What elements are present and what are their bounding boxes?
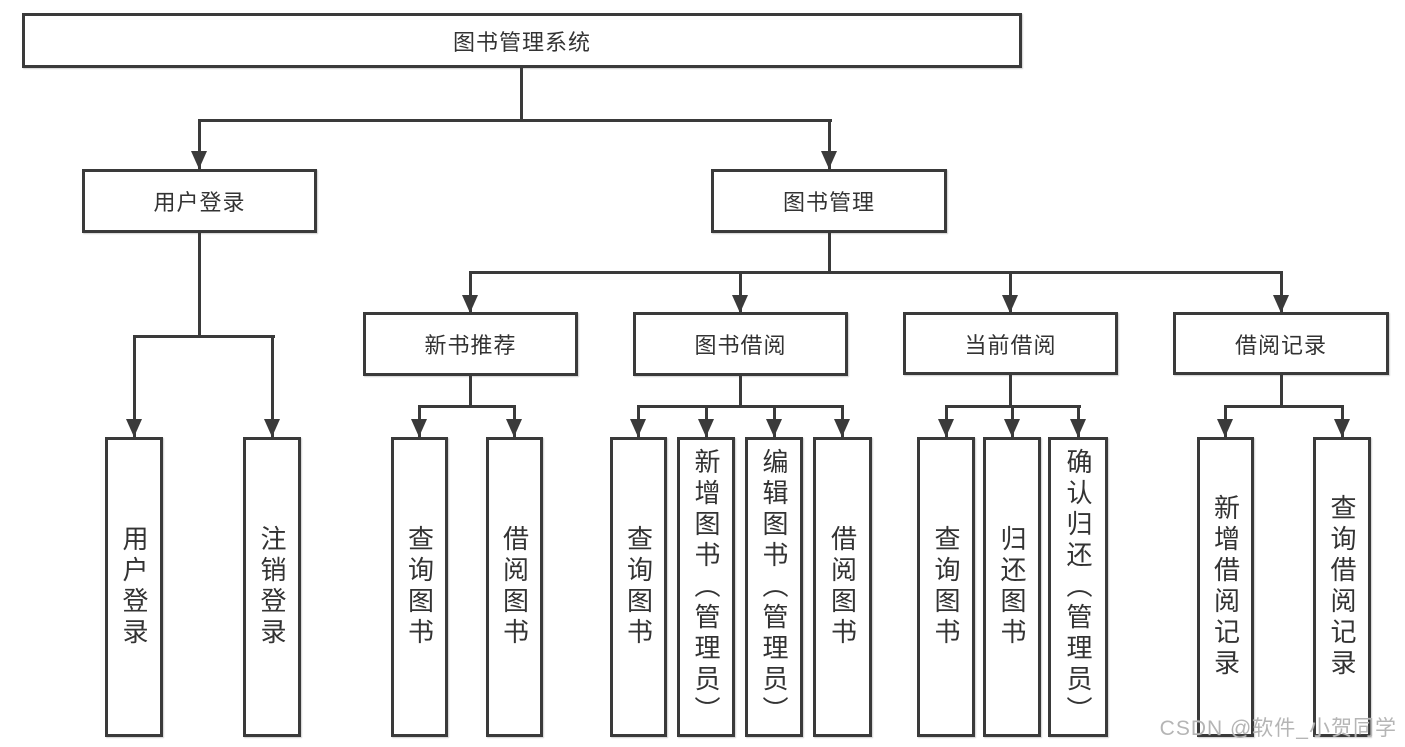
arrow-down-icon <box>1002 295 1018 313</box>
connector-line <box>636 405 844 408</box>
node-book-borrow: 图书借阅 <box>633 312 848 376</box>
leaf-return-book-label: 归还图书 <box>997 525 1027 649</box>
arrow-down-icon <box>506 419 522 437</box>
csdn-watermark: CSDN @软件_小贺同学 <box>1159 717 1397 740</box>
node-user-login-label: 用户登录 <box>153 190 246 215</box>
arrow-down-icon <box>821 151 837 169</box>
connector-line <box>1008 271 1012 313</box>
connector-line <box>468 271 1283 274</box>
arrow-down-icon <box>766 419 782 437</box>
connector-line <box>1279 271 1283 313</box>
leaf-add-book-admin: 新增图书（管理员） <box>677 437 735 737</box>
connector-line <box>738 376 742 407</box>
leaf-user-login-label: 用户登录 <box>119 525 149 649</box>
leaf-query-borrow-record: 查询借阅记录 <box>1313 437 1371 737</box>
node-user-login: 用户登录 <box>82 169 317 233</box>
leaf-query-book-borrow-label: 查询图书 <box>623 525 654 649</box>
connector-line <box>468 376 472 407</box>
arrow-down-icon <box>938 419 954 437</box>
leaf-return-book: 归还图书 <box>983 437 1041 737</box>
leaf-add-book-admin-label: 新增图书（管理员） <box>691 447 721 727</box>
connector-line <box>417 405 516 408</box>
connector-line <box>468 271 472 313</box>
arrow-down-icon <box>462 295 478 313</box>
leaf-confirm-return-admin: 确认归还（管理员） <box>1048 437 1108 737</box>
leaf-query-borrow-record-label: 查询借阅记录 <box>1327 494 1357 680</box>
node-current-borrow-label: 当前借阅 <box>964 332 1057 358</box>
node-borrow-records: 借阅记录 <box>1173 312 1389 375</box>
arrow-down-icon <box>1273 295 1289 313</box>
arrow-down-icon <box>126 419 142 437</box>
arrow-down-icon <box>411 419 427 437</box>
arrow-down-icon <box>1004 419 1020 437</box>
arrow-down-icon <box>732 295 748 313</box>
node-book-management: 图书管理 <box>711 169 947 233</box>
leaf-query-book-recommend: 查询图书 <box>391 437 448 737</box>
leaf-borrow-book-label: 借阅图书 <box>827 525 858 649</box>
leaf-edit-book-admin: 编辑图书（管理员） <box>745 437 803 737</box>
connector-line <box>197 233 201 337</box>
leaf-query-book-current: 查询图书 <box>917 437 975 737</box>
leaf-edit-book-admin-label: 编辑图书（管理员） <box>759 447 789 727</box>
leaf-borrow-book: 借阅图书 <box>813 437 872 737</box>
node-current-borrow: 当前借阅 <box>903 312 1118 375</box>
node-root: 图书管理系统 <box>22 13 1022 68</box>
arrow-down-icon <box>1334 419 1350 437</box>
connector-line <box>1223 405 1344 408</box>
leaf-borrow-book-recommend-label: 借阅图书 <box>499 525 530 649</box>
arrow-down-icon <box>834 419 850 437</box>
connector-line <box>132 335 275 338</box>
node-new-book-recommend-label: 新书推荐 <box>424 333 517 358</box>
arrow-down-icon <box>264 419 280 437</box>
leaf-confirm-return-admin-label: 确认归还（管理员） <box>1063 447 1093 727</box>
connector-line <box>197 119 201 169</box>
connector-line <box>519 68 523 121</box>
leaf-add-borrow-record-label: 新增借阅记录 <box>1210 494 1241 680</box>
leaf-logout-login-label: 注销登录 <box>257 525 287 649</box>
connector-line <box>827 233 831 273</box>
leaf-query-book-current-label: 查询图书 <box>931 525 961 649</box>
leaf-query-book-borrow: 查询图书 <box>610 437 667 737</box>
arrow-down-icon <box>630 419 646 437</box>
leaf-add-borrow-record: 新增借阅记录 <box>1197 437 1254 737</box>
connector-line <box>270 335 274 437</box>
leaf-user-login: 用户登录 <box>105 437 163 737</box>
arrow-down-icon <box>1217 419 1233 437</box>
arrow-down-icon <box>698 419 714 437</box>
arrow-down-icon <box>1070 419 1086 437</box>
node-book-borrow-label: 图书借阅 <box>694 333 787 358</box>
connector-line <box>1279 375 1283 407</box>
node-new-book-recommend: 新书推荐 <box>363 312 578 376</box>
leaf-query-book-recommend-label: 查询图书 <box>404 525 435 649</box>
node-borrow-records-label: 借阅记录 <box>1234 332 1327 358</box>
connector-line <box>827 119 831 169</box>
connector-line <box>738 271 742 313</box>
arrow-down-icon <box>191 151 207 169</box>
connector-line <box>197 119 832 122</box>
connector-line <box>132 335 136 437</box>
node-book-management-label: 图书管理 <box>782 190 875 215</box>
leaf-borrow-book-recommend: 借阅图书 <box>486 437 543 737</box>
leaf-logout-login: 注销登录 <box>243 437 301 737</box>
node-root-label: 图书管理系统 <box>452 29 591 55</box>
connector-line <box>1008 375 1012 407</box>
